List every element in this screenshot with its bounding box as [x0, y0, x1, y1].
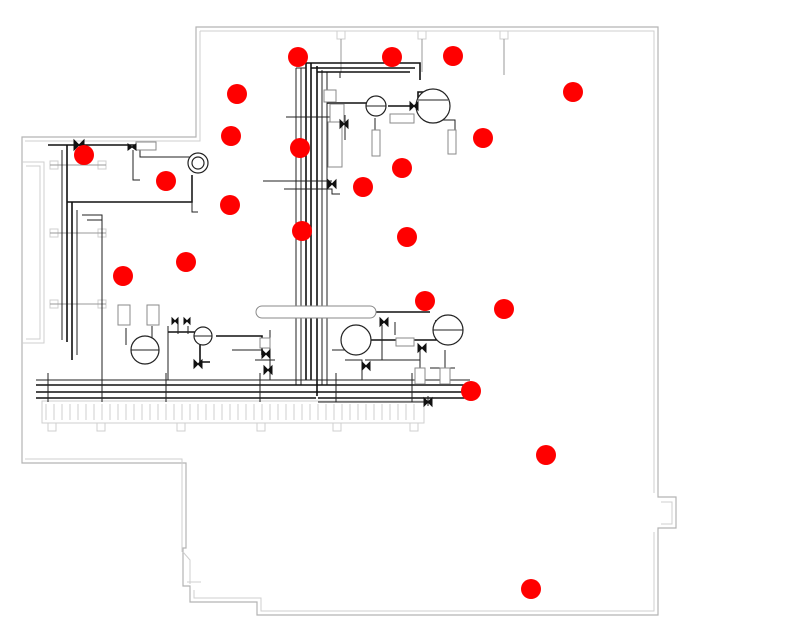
location-marker[interactable] [494, 299, 514, 319]
location-marker[interactable] [382, 47, 402, 67]
location-marker[interactable] [74, 145, 94, 165]
location-marker[interactable] [220, 195, 240, 215]
location-marker[interactable] [288, 47, 308, 67]
location-marker[interactable] [563, 82, 583, 102]
location-marker[interactable] [221, 126, 241, 146]
location-markers [74, 46, 583, 599]
location-marker[interactable] [227, 84, 247, 104]
equipment [117, 88, 464, 385]
location-marker[interactable] [113, 266, 133, 286]
location-marker[interactable] [156, 171, 176, 191]
location-marker[interactable] [397, 227, 417, 247]
location-marker[interactable] [290, 138, 310, 158]
location-marker[interactable] [353, 177, 373, 197]
location-marker[interactable] [292, 221, 312, 241]
location-marker[interactable] [521, 579, 541, 599]
location-marker[interactable] [473, 128, 493, 148]
location-marker[interactable] [536, 445, 556, 465]
location-marker[interactable] [392, 158, 412, 178]
location-marker[interactable] [443, 46, 463, 66]
location-marker[interactable] [176, 252, 196, 272]
column-grid-markers [47, 30, 509, 432]
location-marker[interactable] [415, 291, 435, 311]
location-marker[interactable] [461, 381, 481, 401]
building-outline [21, 26, 677, 616]
